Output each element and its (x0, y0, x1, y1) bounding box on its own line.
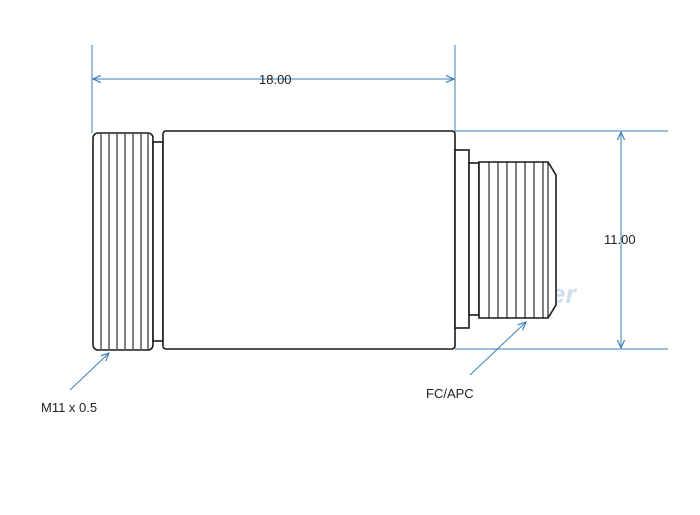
fc-apc-connector (478, 161, 557, 319)
connector-neck (454, 149, 470, 329)
collar (152, 141, 164, 342)
diameter-dimension-label: 11.00 (604, 232, 636, 247)
connector-callout: FC/APC (426, 386, 474, 401)
thread-callout: M11 x 0.5 (41, 400, 97, 415)
threaded-nose (92, 132, 154, 351)
connector-leader (469, 322, 526, 376)
length-dimension-label: 18.00 (259, 72, 292, 87)
connector-flange (468, 162, 480, 316)
thread-leader (69, 353, 109, 391)
main-body (162, 130, 456, 350)
